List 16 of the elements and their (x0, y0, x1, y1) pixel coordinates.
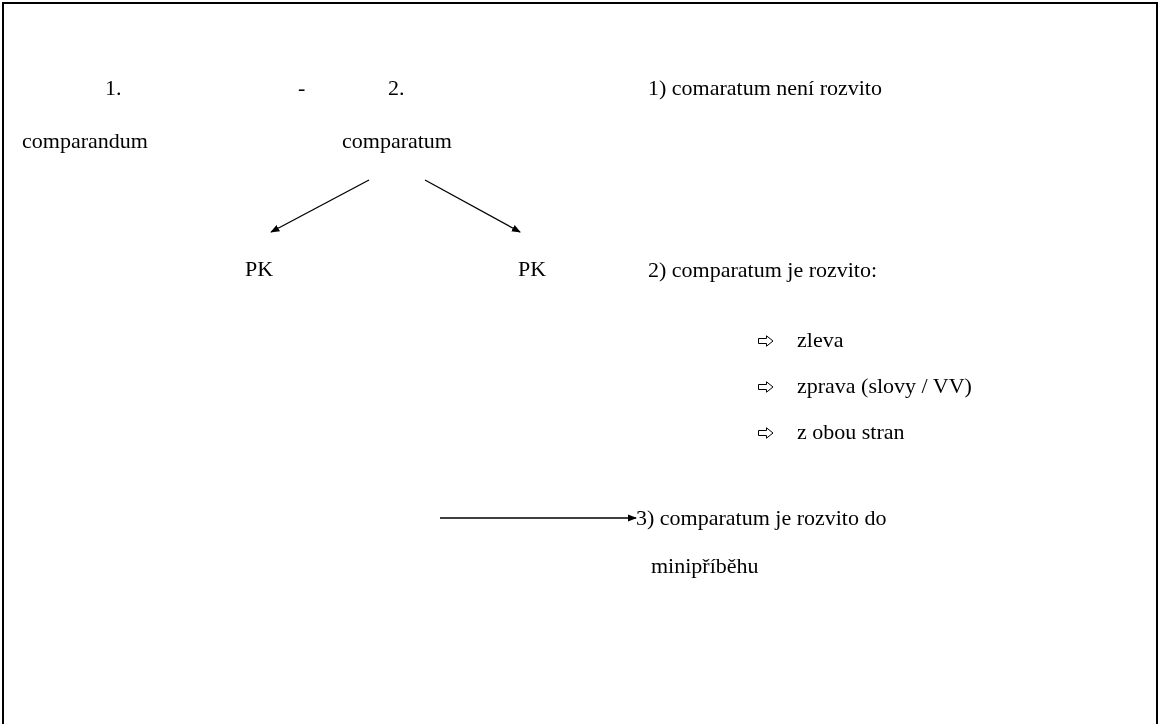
arrow (439, 514, 637, 522)
list-item-text: z obou stran (797, 419, 905, 445)
list-item-text: zprava (slovy / VV) (797, 373, 972, 399)
list-item-text: zleva (797, 327, 844, 353)
text-label: 1. (105, 75, 122, 101)
dash-text: - (298, 75, 306, 101)
term-label: PK (518, 256, 547, 282)
arrow (424, 179, 521, 233)
text-label: 1) comaratum není rozvito (648, 75, 882, 101)
text-label: 2. (388, 75, 405, 101)
arrow (270, 179, 370, 233)
term-label: comparatum (342, 128, 452, 154)
text-label: 2) comparatum je rozvito: (648, 257, 878, 283)
term-label: PK (245, 256, 274, 282)
text-label: comparandum (22, 128, 148, 154)
note-text: 3) comparatum je rozvito do minipříběhu (636, 504, 888, 580)
